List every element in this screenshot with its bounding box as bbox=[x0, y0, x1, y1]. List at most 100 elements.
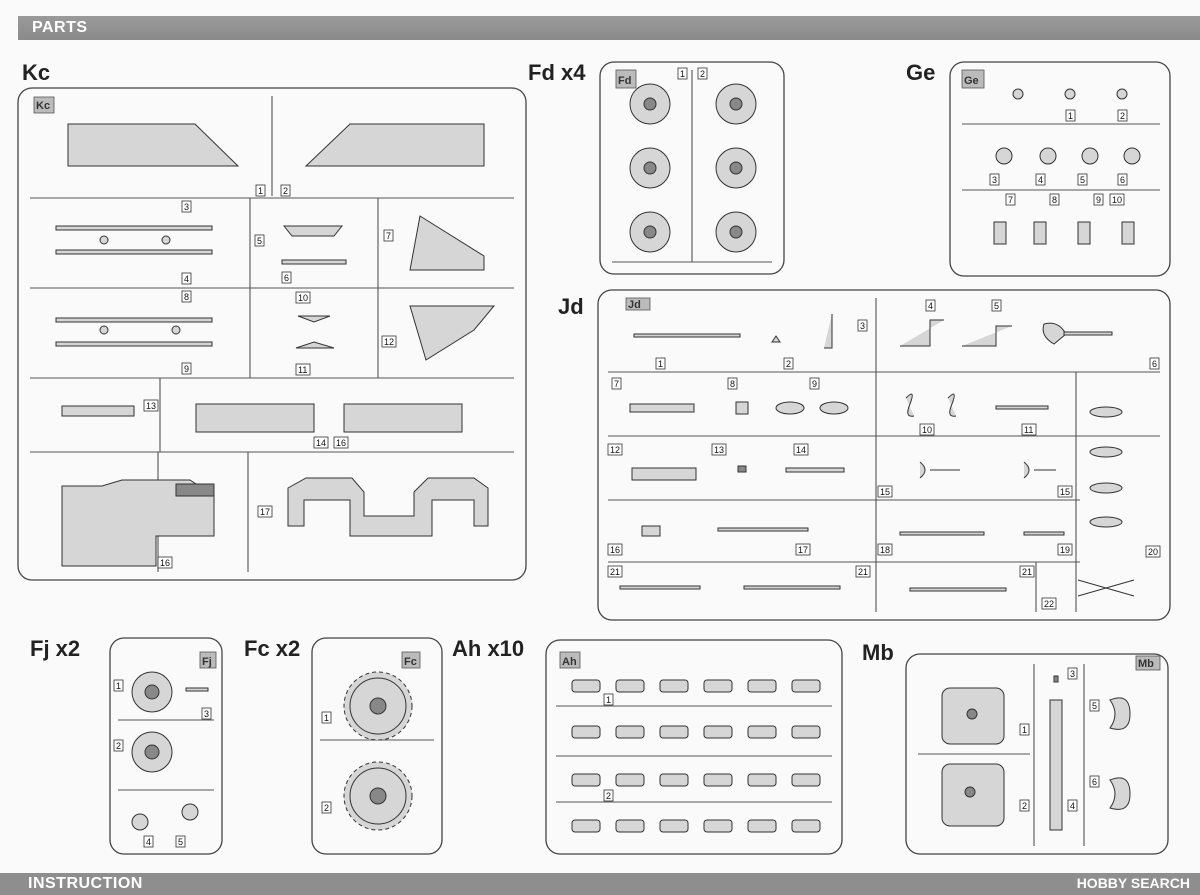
sprue-fd-wheels bbox=[629, 83, 757, 253]
sprue-mb-tag-label: Mb bbox=[1138, 658, 1154, 670]
svg-text:22: 22 bbox=[1044, 599, 1054, 609]
track-link bbox=[747, 679, 777, 693]
sprue-fc-tag-label: Fc bbox=[404, 656, 417, 668]
svg-text:3: 3 bbox=[204, 709, 209, 719]
svg-text:11: 11 bbox=[298, 365, 307, 375]
kc-part-16 bbox=[61, 479, 215, 567]
svg-text:3: 3 bbox=[992, 175, 997, 185]
track-link bbox=[571, 773, 601, 787]
svg-text:1: 1 bbox=[1022, 725, 1027, 735]
kc-part-17 bbox=[287, 477, 489, 537]
sprue-fj-title: Fj x2 bbox=[30, 636, 81, 661]
svg-text:14: 14 bbox=[796, 445, 806, 455]
svg-text:3: 3 bbox=[860, 321, 865, 331]
svg-text:12: 12 bbox=[610, 445, 620, 455]
kc-part-8-hole bbox=[99, 325, 109, 335]
svg-text:8: 8 bbox=[184, 292, 189, 302]
sprue-kc-title: Kc bbox=[22, 60, 51, 85]
svg-text:6: 6 bbox=[1152, 359, 1157, 369]
sprue-fc-tag bbox=[401, 651, 421, 669]
kc-part-9-hole bbox=[171, 325, 181, 335]
track-link bbox=[703, 773, 733, 787]
kc-part-4 bbox=[55, 249, 213, 255]
sprue-fd: Fd 1 2 bbox=[599, 61, 785, 275]
sprue-ah-runners bbox=[556, 705, 832, 803]
sprue-mb-runners bbox=[918, 664, 1085, 846]
svg-text:3: 3 bbox=[184, 202, 189, 212]
svg-text:8: 8 bbox=[730, 379, 735, 389]
instruction-footer-title: INSTRUCTION bbox=[28, 875, 143, 892]
sprue-kc-runners bbox=[30, 96, 514, 572]
track-link bbox=[571, 819, 601, 833]
track-link bbox=[571, 679, 601, 693]
svg-text:7: 7 bbox=[1008, 195, 1013, 205]
svg-text:2: 2 bbox=[1120, 111, 1125, 121]
svg-text:2: 2 bbox=[1022, 801, 1027, 811]
svg-text:3: 3 bbox=[1070, 669, 1075, 679]
sprue-mb-part-numbers: 1 2 3 4 5 6 bbox=[1019, 667, 1100, 812]
sprue-jd-frame bbox=[597, 289, 1171, 621]
track-link bbox=[615, 773, 645, 787]
sprue-fd-title: Fd x4 bbox=[528, 60, 586, 85]
sprue-jd-tag-label: Jd bbox=[628, 299, 641, 311]
svg-text:1: 1 bbox=[606, 695, 611, 705]
svg-text:18: 18 bbox=[880, 545, 890, 555]
track-link bbox=[659, 725, 689, 739]
track-link bbox=[659, 773, 689, 787]
sprue-fc-title: Fc x2 bbox=[244, 636, 301, 661]
track-link bbox=[571, 725, 601, 739]
svg-text:13: 13 bbox=[146, 401, 156, 411]
svg-text:2: 2 bbox=[786, 359, 791, 369]
svg-text:4: 4 bbox=[928, 301, 933, 311]
kc-part-10 bbox=[297, 315, 331, 323]
sprue-fd-tag bbox=[615, 69, 637, 89]
svg-text:20: 20 bbox=[1148, 547, 1158, 557]
svg-text:1: 1 bbox=[658, 359, 663, 369]
track-link bbox=[791, 819, 821, 833]
sprue-ge-title: Ge bbox=[906, 60, 936, 85]
track-link bbox=[791, 679, 821, 693]
track-link bbox=[615, 725, 645, 739]
svg-text:4: 4 bbox=[1070, 801, 1075, 811]
sprue-fj-parts bbox=[131, 671, 209, 831]
track-link bbox=[703, 725, 733, 739]
sprue-jd-parts bbox=[619, 314, 1135, 597]
svg-text:2: 2 bbox=[283, 186, 288, 196]
svg-text:12: 12 bbox=[384, 337, 394, 347]
sprue-ah-track-links bbox=[571, 679, 821, 833]
sprue-mb-parts bbox=[941, 675, 1131, 831]
svg-text:2: 2 bbox=[116, 741, 121, 751]
sprue-ah: Ah 1 2 bbox=[545, 639, 843, 855]
sprue-jd-part-numbers: 1 2 3 4 5 6 7 8 9 10 11 12 13 14 15 15 1… bbox=[607, 299, 1161, 610]
track-link bbox=[791, 773, 821, 787]
sprue-mb: Mb 1 2 3 4 5 6 bbox=[905, 653, 1169, 855]
sprue-ah-title: Ah x10 bbox=[452, 636, 525, 661]
svg-text:21: 21 bbox=[610, 567, 620, 577]
svg-text:1: 1 bbox=[324, 713, 329, 723]
sprue-fj-tag-label: Fj bbox=[202, 656, 212, 668]
sprue-mb-title: Mb bbox=[862, 640, 894, 665]
sprue-kc-part-numbers: 1 2 3 4 5 6 7 8 9 10 11 12 13 14 16 16 1… bbox=[143, 184, 397, 569]
sprue-fd-frame bbox=[599, 61, 785, 275]
track-link bbox=[747, 819, 777, 833]
svg-text:15: 15 bbox=[880, 487, 890, 497]
sprue-ge: Ge 1 2 3 4 5 6 7 8 9 10 bbox=[949, 61, 1171, 277]
track-link bbox=[615, 679, 645, 693]
kc-part-1 bbox=[67, 123, 240, 167]
svg-text:21: 21 bbox=[1022, 567, 1032, 577]
sprue-fj-part-numbers: 1 2 3 4 5 bbox=[113, 679, 212, 848]
track-link bbox=[659, 819, 689, 833]
svg-text:5: 5 bbox=[1092, 701, 1097, 711]
svg-text:1: 1 bbox=[116, 681, 121, 691]
svg-text:16: 16 bbox=[160, 558, 170, 568]
svg-text:19: 19 bbox=[1060, 545, 1070, 555]
kc-part-7 bbox=[409, 215, 485, 271]
svg-text:7: 7 bbox=[614, 379, 619, 389]
track-link bbox=[747, 773, 777, 787]
kc-part-9 bbox=[55, 341, 213, 347]
sprue-fj-runners bbox=[118, 719, 214, 791]
svg-text:5: 5 bbox=[994, 301, 999, 311]
kc-part-4-hole bbox=[161, 235, 171, 245]
sprue-kc-tag bbox=[33, 96, 55, 114]
sprue-jd-runners bbox=[608, 298, 1160, 612]
